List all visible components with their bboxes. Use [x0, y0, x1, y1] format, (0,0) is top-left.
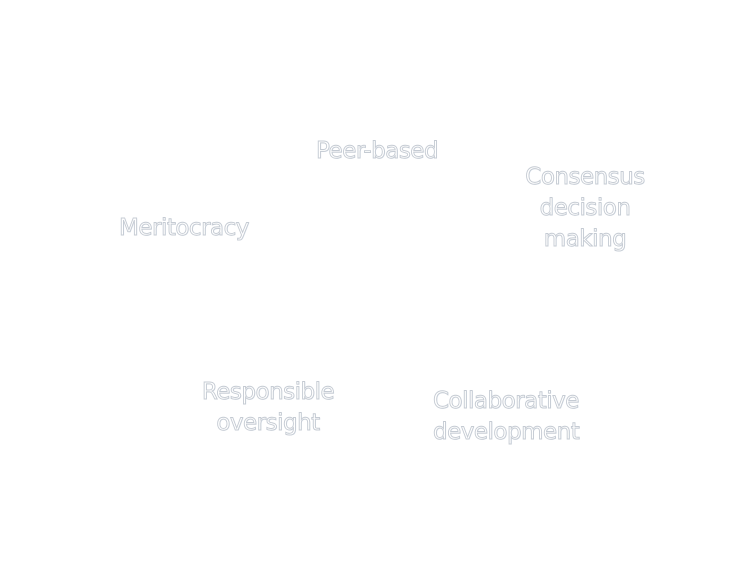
term-peer-based-label: Peer-based: [316, 138, 439, 165]
term-responsible-line-2: oversight: [216, 410, 321, 437]
term-responsible-line-1: Responsible: [201, 379, 335, 406]
term-peer-based: Peer-based: [316, 136, 439, 167]
term-consensus-line-1: Consensus: [525, 164, 646, 191]
term-collaborative-development: Collaborative development: [433, 386, 581, 448]
term-meritocracy-label: Meritocracy: [119, 215, 250, 242]
term-collaborative-line-1: Collaborative: [433, 388, 580, 415]
term-consensus-line-2: decision: [539, 195, 631, 222]
term-consensus-line-3: making: [543, 226, 627, 253]
term-responsible-oversight: Responsible oversight: [190, 377, 346, 439]
term-meritocracy: Meritocracy: [119, 213, 250, 244]
term-consensus-decision-making: Consensus decision making: [512, 162, 658, 255]
term-collaborative-line-2: development: [433, 419, 581, 446]
